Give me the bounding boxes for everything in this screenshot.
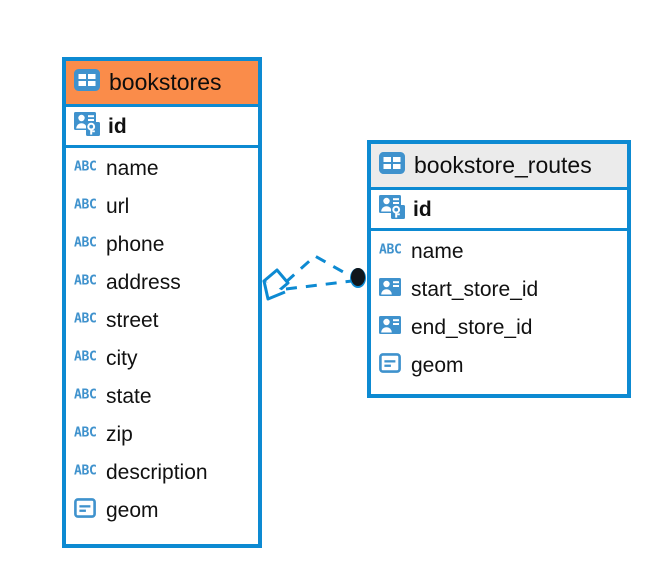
abc-text-icon: ABC xyxy=(74,386,98,407)
field-name-label: start_store_id xyxy=(411,277,539,301)
field-name-label: state xyxy=(106,384,152,408)
field-row-id[interactable]: id xyxy=(371,190,627,228)
primary-key-section: id xyxy=(66,107,258,148)
relationship-line-upper xyxy=(284,254,353,284)
field-name-label: url xyxy=(106,194,130,218)
entity-table-bookstores[interactable]: bookstores id xyxy=(62,57,262,548)
filled-circle-marker xyxy=(350,268,366,288)
field-name-label: geom xyxy=(411,353,464,377)
field-row-geom[interactable]: geom xyxy=(371,346,627,384)
primary-key-section: id xyxy=(371,190,627,231)
abc-text-icon: ABC xyxy=(74,462,98,483)
field-name-label: zip xyxy=(106,422,133,446)
abc-text-icon: ABC xyxy=(74,196,98,217)
svg-text:ABC: ABC xyxy=(74,235,97,250)
field-row-name[interactable]: ABC name xyxy=(371,232,627,270)
table-name-label: bookstore_routes xyxy=(414,152,592,178)
abc-text-icon: ABC xyxy=(74,158,98,179)
field-row-zip[interactable]: ABC zip xyxy=(66,415,258,453)
field-row-description[interactable]: ABC description xyxy=(66,453,258,491)
svg-text:ABC: ABC xyxy=(74,425,97,440)
foreign-key-icon xyxy=(379,277,403,302)
field-name-label: phone xyxy=(106,232,165,256)
field-list-bookstore-routes: ABC name start_store_id end_store_id geom xyxy=(371,231,627,384)
field-name-label: name xyxy=(106,156,159,180)
geometry-icon xyxy=(74,497,98,523)
field-row-geom[interactable]: geom xyxy=(66,491,258,529)
field-row-name[interactable]: ABC name xyxy=(66,149,258,187)
field-name-label: name xyxy=(411,239,464,263)
table-grid-icon xyxy=(379,152,405,179)
table-header-bookstores[interactable]: bookstores xyxy=(66,61,258,107)
field-name-label: geom xyxy=(106,498,159,522)
svg-text:ABC: ABC xyxy=(379,242,402,257)
table-header-bookstore-routes[interactable]: bookstore_routes xyxy=(371,144,627,190)
table-grid-icon xyxy=(74,69,100,96)
table-name-label: bookstores xyxy=(109,69,222,95)
field-row-url[interactable]: ABC url xyxy=(66,187,258,225)
diamond-crowsfoot-marker xyxy=(262,268,290,301)
field-row-start-store-id[interactable]: start_store_id xyxy=(371,270,627,308)
relationship-line-lower xyxy=(285,279,353,291)
field-row-phone[interactable]: ABC phone xyxy=(66,225,258,263)
abc-text-icon: ABC xyxy=(74,310,98,331)
abc-text-icon: ABC xyxy=(379,241,403,262)
svg-text:ABC: ABC xyxy=(74,159,97,174)
svg-text:ABC: ABC xyxy=(74,311,97,326)
svg-text:ABC: ABC xyxy=(74,349,97,364)
primary-key-icon xyxy=(74,111,100,141)
field-name-label: city xyxy=(106,346,138,370)
field-name-label: end_store_id xyxy=(411,315,533,339)
field-row-id[interactable]: id xyxy=(66,107,258,145)
field-row-end-store-id[interactable]: end_store_id xyxy=(371,308,627,346)
svg-text:ABC: ABC xyxy=(74,463,97,478)
field-row-city[interactable]: ABC city xyxy=(66,339,258,377)
field-name-label: id xyxy=(108,114,127,138)
field-name-label: street xyxy=(106,308,159,332)
geometry-icon xyxy=(379,352,403,378)
field-name-label: id xyxy=(413,197,432,221)
field-name-label: address xyxy=(106,270,181,294)
field-row-address[interactable]: ABC address xyxy=(66,263,258,301)
svg-text:ABC: ABC xyxy=(74,197,97,212)
primary-key-icon xyxy=(379,194,405,224)
foreign-key-icon xyxy=(379,315,403,340)
field-row-street[interactable]: ABC street xyxy=(66,301,258,339)
abc-text-icon: ABC xyxy=(74,272,98,293)
abc-text-icon: ABC xyxy=(74,348,98,369)
abc-text-icon: ABC xyxy=(74,234,98,255)
svg-text:ABC: ABC xyxy=(74,387,97,402)
entity-table-bookstore-routes[interactable]: bookstore_routes xyxy=(367,140,631,398)
field-name-label: description xyxy=(106,460,208,484)
abc-text-icon: ABC xyxy=(74,424,98,445)
svg-text:ABC: ABC xyxy=(74,273,97,288)
field-row-state[interactable]: ABC state xyxy=(66,377,258,415)
field-list-bookstores: ABC name ABC url ABC phone ABC address ABC st… xyxy=(66,148,258,529)
